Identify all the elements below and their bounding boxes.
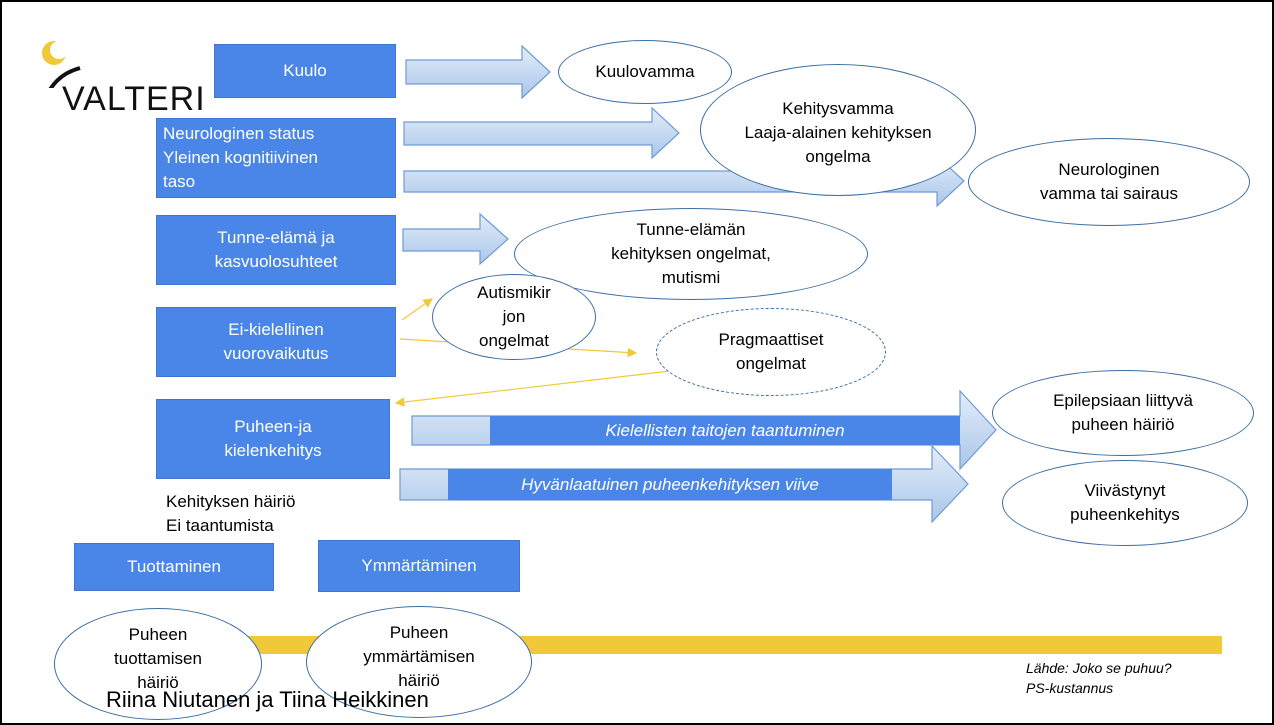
box-ymmartaminen: Ymmärtäminen <box>318 540 520 592</box>
valteri-logo <box>32 38 212 118</box>
ellipse-tuottamisen-hairio: Puheen tuottamisen häiriö <box>54 608 262 720</box>
bar-taantuminen <box>490 416 960 445</box>
box-ei-kielellinen: Ei-kielellinen vuorovaikutus <box>156 307 396 377</box>
box-neurologinen-status: Neurologinen status Yleinen kognitiivine… <box>156 118 396 198</box>
connector-autismi <box>401 298 433 321</box>
arrow-kuulo <box>405 44 551 100</box>
source-citation: Lähde: Joko se puhuu? PS-kustannus <box>1026 660 1172 696</box>
box-tunne-elama: Tunne-elämä ja kasvuolosuhteet <box>156 215 396 285</box>
ellipse-autismikirjo: Autismikir jon ongelmat <box>432 274 596 360</box>
box-tuottaminen: Tuottaminen <box>74 543 274 591</box>
ellipse-neurologinen-vamma: Neurologinen vamma tai sairaus <box>968 138 1250 226</box>
label-viive: Hyvänlaatuinen puheenkehityksen viive <box>521 474 819 494</box>
ellipse-ymmartamisen-hairio: Puheen ymmärtämisen häiriö <box>306 606 532 718</box>
arrow-neuro-kehitysvamma <box>403 106 680 160</box>
connector-back <box>394 370 671 407</box>
box-puheen-kielenkehitys: Puheen-ja kielenkehitys <box>156 399 390 479</box>
ellipse-pragmaattiset: Pragmaattiset ongelmat <box>656 308 886 396</box>
box-kuulo: Kuulo <box>214 44 396 98</box>
label-taantuminen: Kielellisten taitojen taantuminen <box>605 420 845 440</box>
authors: Riina Niutanen ja Tiina Heikkinen <box>106 687 429 712</box>
ellipse-viivastynyt: Viivästynyt puheenkehitys <box>1002 460 1248 546</box>
ellipse-kehitysvamma: Kehitysvamma Laaja-alainen kehityksen on… <box>700 64 976 196</box>
arrow-tunne <box>402 212 509 266</box>
ellipse-epilepsia: Epilepsiaan liittyvä puheen häiriö <box>992 370 1254 456</box>
bar-viive <box>448 469 892 500</box>
ellipse-tunne-elaman-ongelmat: Tunne-elämän kehityksen ongelmat, mutism… <box>514 208 868 300</box>
label-kehityksen-hairio: Kehityksen häiriö Ei taantumista <box>166 492 296 535</box>
logo-mark-icon <box>42 41 81 88</box>
ellipse-kuulovamma: Kuulovamma <box>558 40 732 104</box>
logo-text: VALTERI <box>62 80 206 118</box>
